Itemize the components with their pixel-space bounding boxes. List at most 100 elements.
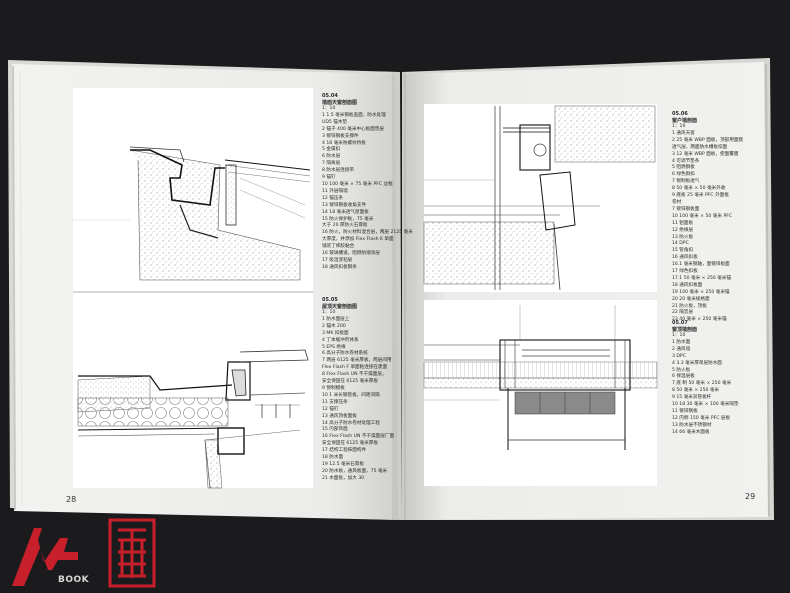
caption-item: 8 50 毫米 × 50 毫米外收 xyxy=(672,186,726,192)
caption-item: 9 锚钉 xyxy=(322,175,336,181)
caption-item: 2 25 毫米 WBP 面板，顶部用面膜 xyxy=(672,137,744,143)
caption-item: 17 结构工程抹面构件 xyxy=(322,448,367,454)
caption-item: 7 锡制板透气 xyxy=(672,179,700,185)
caption-item: 5 防火板 xyxy=(672,367,691,373)
caption-item: 10 1 米长钢管板，间距间隔 xyxy=(322,392,380,398)
caption-item: 5 金属扣 xyxy=(322,147,341,153)
caption-item: 12 内侧 150 毫米 PFC 层板 xyxy=(672,415,731,421)
caption-item: 18 通风扣板面 xyxy=(672,282,703,288)
caption-item: 9 底板 25 毫米 PFC 外面框 xyxy=(672,193,729,199)
caption-item: 7 隔离层 xyxy=(322,161,341,167)
drawing-left-bottom xyxy=(77,349,309,489)
caption-item: 17 绿色扣板 xyxy=(672,269,698,275)
caption-item: 10 100 毫米 × 50 毫米 PFC xyxy=(672,213,733,219)
logo-brand-text: BOOK xyxy=(58,575,90,585)
caption-item: 16 通风扣板 xyxy=(672,255,698,261)
caption-item: 11 镀锌钢板 xyxy=(672,408,698,414)
caption-title: 墙面天窗剖面图 xyxy=(322,100,358,106)
caption-item: 13 防火板 xyxy=(672,234,694,240)
caption-item: 7 两层 6125 毫米厚板，两层间用 xyxy=(322,358,392,364)
caption-item: 2 通风墙 xyxy=(672,346,691,352)
caption-item: 11 支撑压条 xyxy=(322,399,348,405)
caption-scale: 1：10 xyxy=(322,310,336,315)
caption-item: 9 15 毫米双管板杆 xyxy=(672,395,712,401)
caption-title: 窗户墙剖面 xyxy=(672,118,698,124)
caption-item: 12 锚压条 xyxy=(322,195,344,201)
caption-item: 15 管角扣 xyxy=(672,248,694,254)
caption-item: 铺装丁烯胶黏合 xyxy=(322,244,355,250)
caption-item: 19 100 毫米 × 250 毫米锚 xyxy=(672,289,730,295)
caption-id: 05.06 xyxy=(672,111,688,117)
caption-item: 3 DPC xyxy=(672,353,686,359)
caption-item: 3 MK 扣板面 xyxy=(322,330,349,336)
caption-item: 15 内部饰面 xyxy=(322,427,348,433)
caption-item: 1 防水面 xyxy=(672,339,691,345)
caption-item: 13 镀锌钢板收角支件 xyxy=(322,202,367,208)
caption-item: 2 锚子 400 毫米中心板面垫层 xyxy=(322,126,385,132)
caption-item: 6 高分子防水卷材系统 xyxy=(322,351,368,357)
caption-item: 7 镀锌钢板面 xyxy=(672,206,700,212)
caption-item: 安全保固在 6125 毫米厚板 xyxy=(322,441,378,447)
caption-item: 5 EPS 绝缘 xyxy=(322,344,346,350)
caption-item: 14 DPC xyxy=(672,241,689,247)
drawing-left-top xyxy=(73,146,311,281)
caption-item: 13 通风顶板面板 xyxy=(322,413,357,419)
logo-mark-icon xyxy=(12,528,78,586)
caption-title: 窗顶墙剖面 xyxy=(672,327,698,333)
caption-item: 6 保温层板 xyxy=(672,374,695,380)
caption-item: 16 防火，防火材料混合层，两层 2125 毫米 xyxy=(322,230,413,236)
caption-item: 12 锚钉 xyxy=(322,406,339,412)
caption-item: 15 防火保护板，75 毫米 xyxy=(322,216,374,222)
caption-item: 12 绝缘层 xyxy=(672,227,694,233)
caption-item: 10 100 毫米 × 75 毫米 PFC 边框 xyxy=(322,181,393,187)
caption-item: 16 Flex Flash UN 不干燥面层厂面 xyxy=(322,434,395,440)
drawing-right-bottom xyxy=(423,305,658,450)
caption-item: 8 50 毫米 × 250 毫米 xyxy=(672,388,720,394)
caption-item: 21 防火板，顶板 xyxy=(672,303,707,309)
caption-item: 14 高分子防水卷材处理工程 xyxy=(322,420,380,426)
caption-item: 17.1 50 毫米 × 250 毫米锚 xyxy=(672,275,731,281)
caption-item: 大于 20 厚防火石膏板 xyxy=(322,223,368,229)
caption-item: 5 阻燃钢板 xyxy=(672,165,695,171)
caption-item: 4 3.3 毫米厚单层防水面 xyxy=(672,360,722,366)
caption-item: 4 丁本缓冲剂体系 xyxy=(322,337,359,343)
caption-item: 16.1 毫米钢轴，面镀锌板面 xyxy=(672,262,730,268)
caption-item: UD5 锚木垫 xyxy=(322,119,348,125)
caption-item: 6 防水层 xyxy=(322,154,341,160)
caption-item: 3 12 毫米 WBP 面板，使面覆膜 xyxy=(672,151,739,157)
caption-item: 18 通风扣板钢条 xyxy=(322,264,357,270)
caption-scale: 1：10 xyxy=(672,333,686,338)
caption-item: 7 底 制 50 毫米 × 250 毫米 xyxy=(672,381,732,387)
caption-item: 9 预制模板 xyxy=(322,385,345,391)
caption-title: 屋顶天窗剖面图 xyxy=(322,304,358,310)
caption-item: 13 防水层不锈钢材 xyxy=(672,422,712,428)
caption-item: 14 66 毫米木面板 xyxy=(672,429,710,435)
caption-item: 22 隔音层 xyxy=(672,310,694,316)
caption-item: 3 镀锌钢板支撑件 xyxy=(322,133,359,139)
caption-item: 8 防水层连接带 xyxy=(322,168,354,174)
caption-item: 1 通风天窗 xyxy=(672,130,695,136)
caption-id: 05.07 xyxy=(672,320,688,326)
caption-item: 6 绿色铜扣 xyxy=(672,172,695,178)
caption-item: 4 可调节垫条 xyxy=(672,158,700,164)
caption-item: 安全保固在 6125 毫米厚板 xyxy=(322,379,378,385)
caption-item: 18 防水面 xyxy=(322,455,344,461)
caption-item: 2 锚木 200 xyxy=(322,323,346,329)
caption-item: 11 铝面板 xyxy=(672,220,694,226)
caption-item: Flex Flash F 单面粘连接在建面 xyxy=(322,365,388,371)
caption-item: 17 吸湿泥毡层 xyxy=(322,257,353,263)
caption-scale: 1：10 xyxy=(672,124,686,129)
caption-item: 16 玻璃槽道，阻燃防潮涂层 xyxy=(322,251,380,257)
caption-item: 1 1.5 毫米钢板盖面，防水处理 xyxy=(322,112,386,118)
caption-item: 11 外层隔墙 xyxy=(322,188,348,194)
caption-item: 20 20 毫米规格面 xyxy=(672,296,710,302)
caption-item: 19 12.5 毫米石膏板 xyxy=(322,461,364,467)
left-page-number: 28 xyxy=(66,495,77,504)
caption-id: 05.05 xyxy=(322,297,338,303)
caption-id: 05.04 xyxy=(322,93,338,99)
